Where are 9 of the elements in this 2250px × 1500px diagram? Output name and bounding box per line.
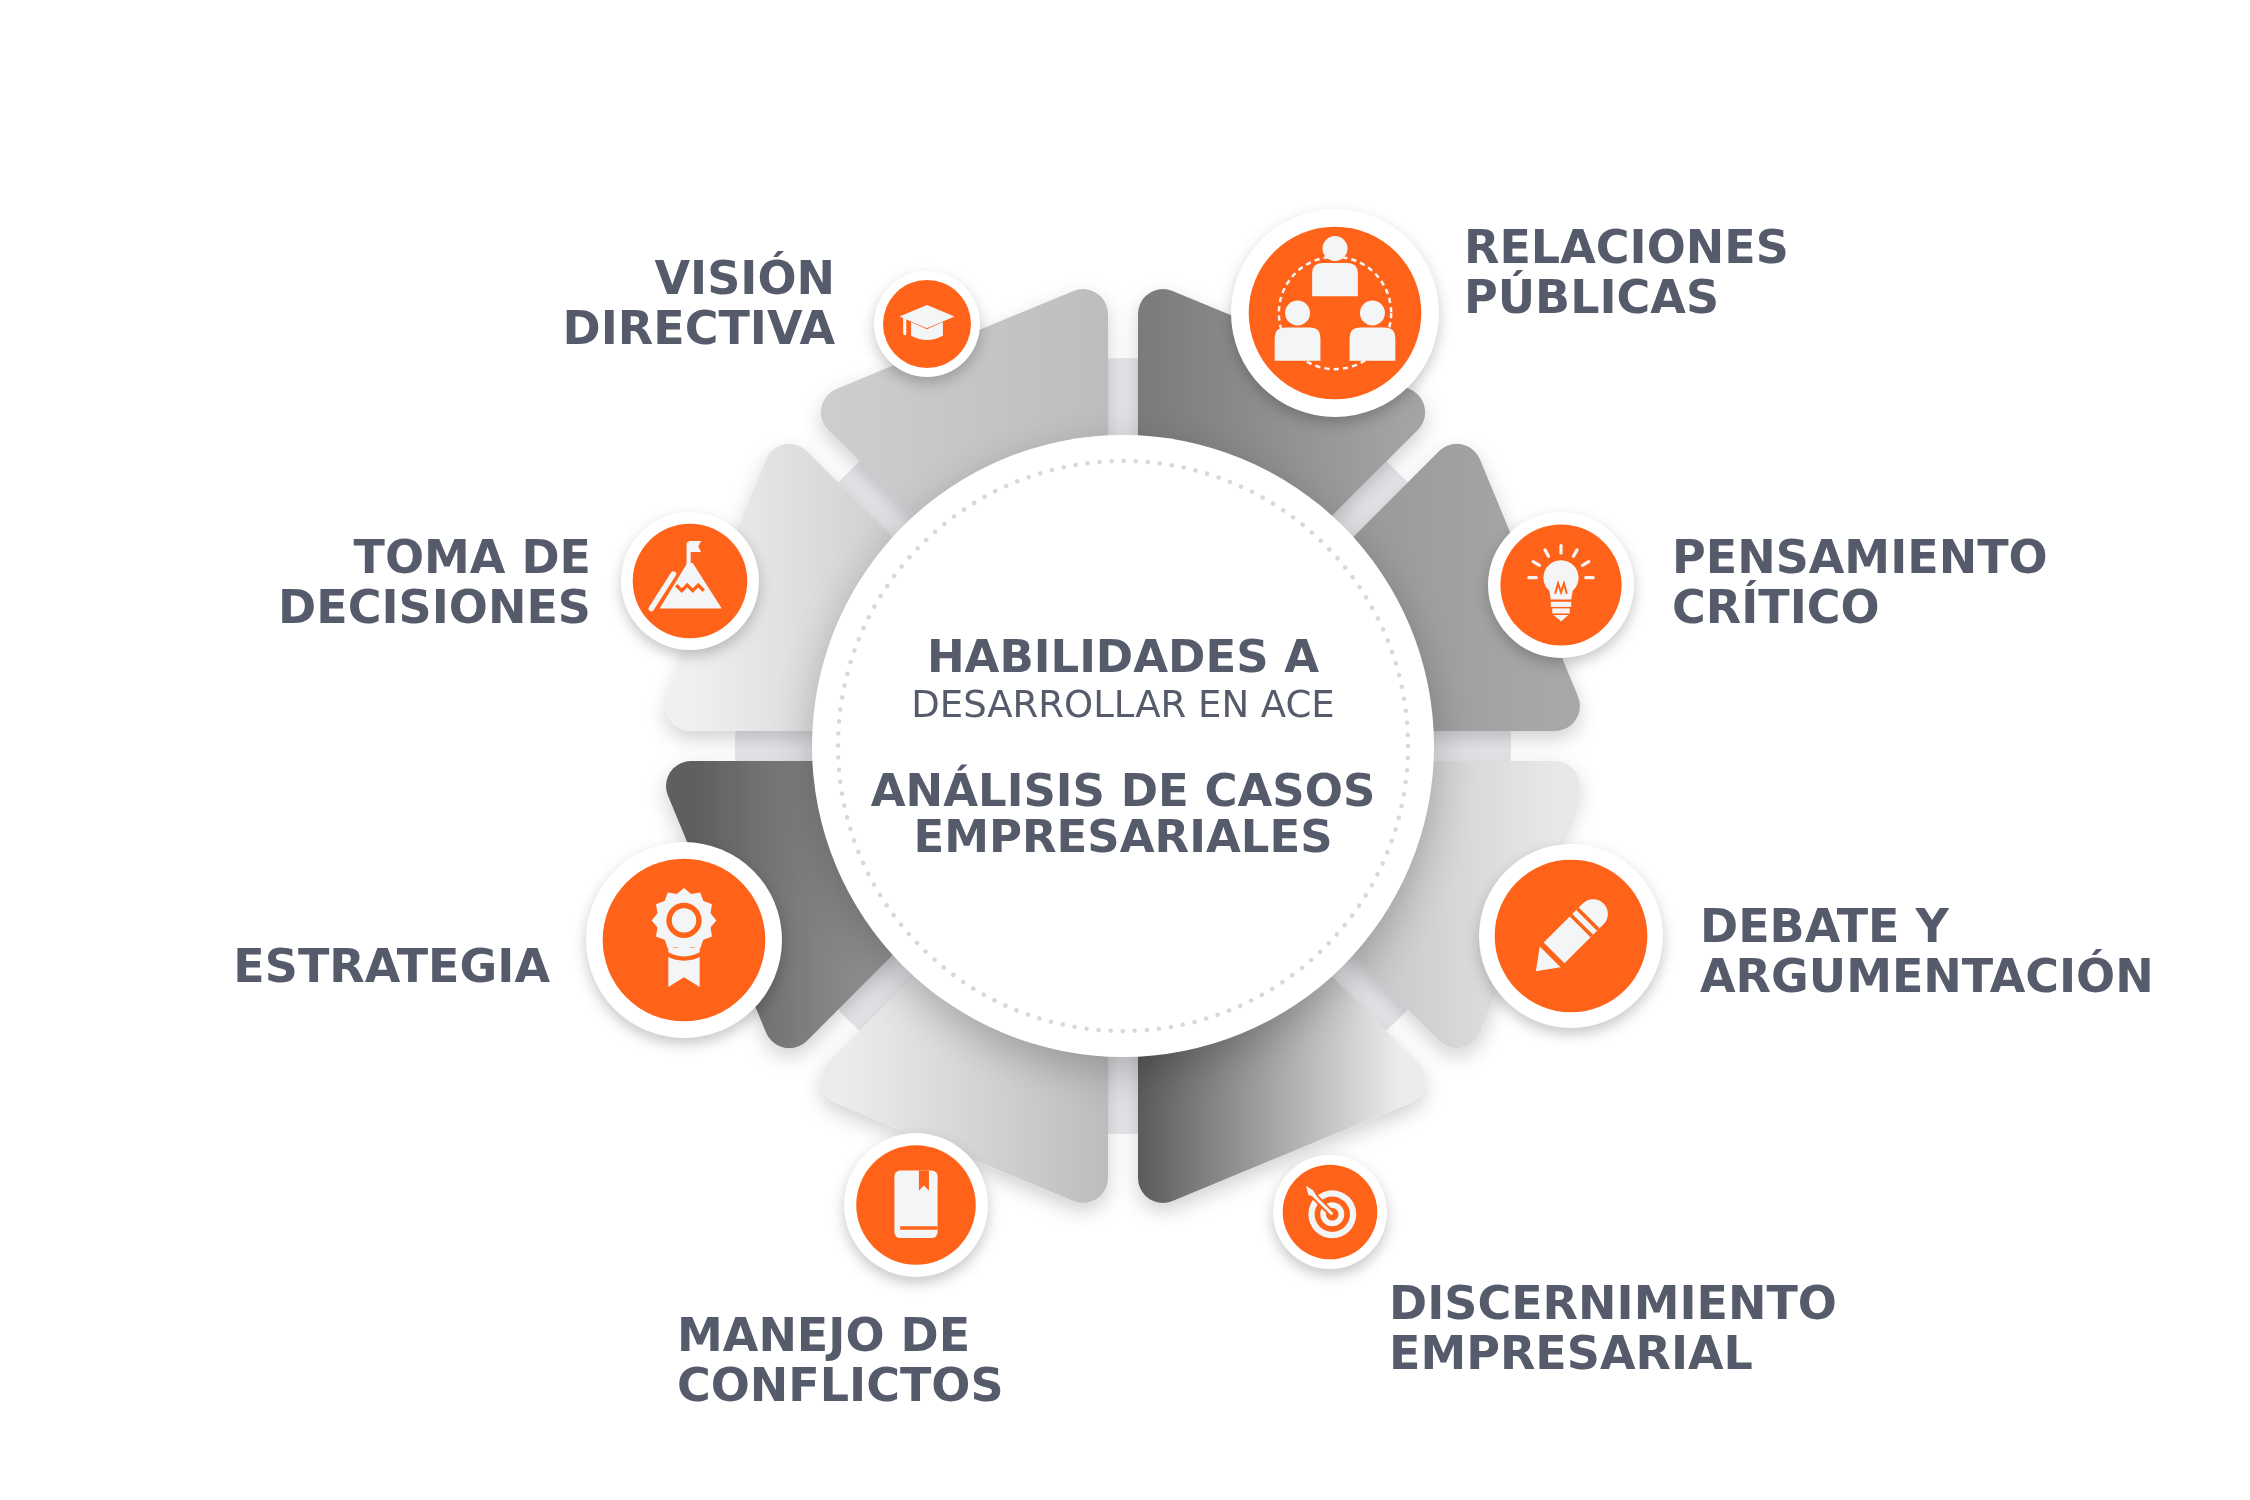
skill-label: RELACIONES PÚBLICAS <box>1464 222 1790 322</box>
skill-label: MANEJO DE CONFLICTOS <box>677 1310 1005 1410</box>
skill-label: ESTRATEGIA <box>232 941 550 991</box>
skill-label: VISIÓN DIRECTIVA <box>561 253 835 353</box>
skill-label: PENSAMIENTO CRÍTICO <box>1672 532 2049 632</box>
hub-heading: HABILIDADES A DESARROLLAR EN ACE <box>911 632 1335 728</box>
skill-label: DISCERNIMIENTO EMPRESARIAL <box>1389 1278 1838 1378</box>
skill-label: DEBATE Y ARGUMENTACIÓN <box>1700 901 2155 1001</box>
skill-label: TOMA DE DECISIONES <box>277 532 591 632</box>
